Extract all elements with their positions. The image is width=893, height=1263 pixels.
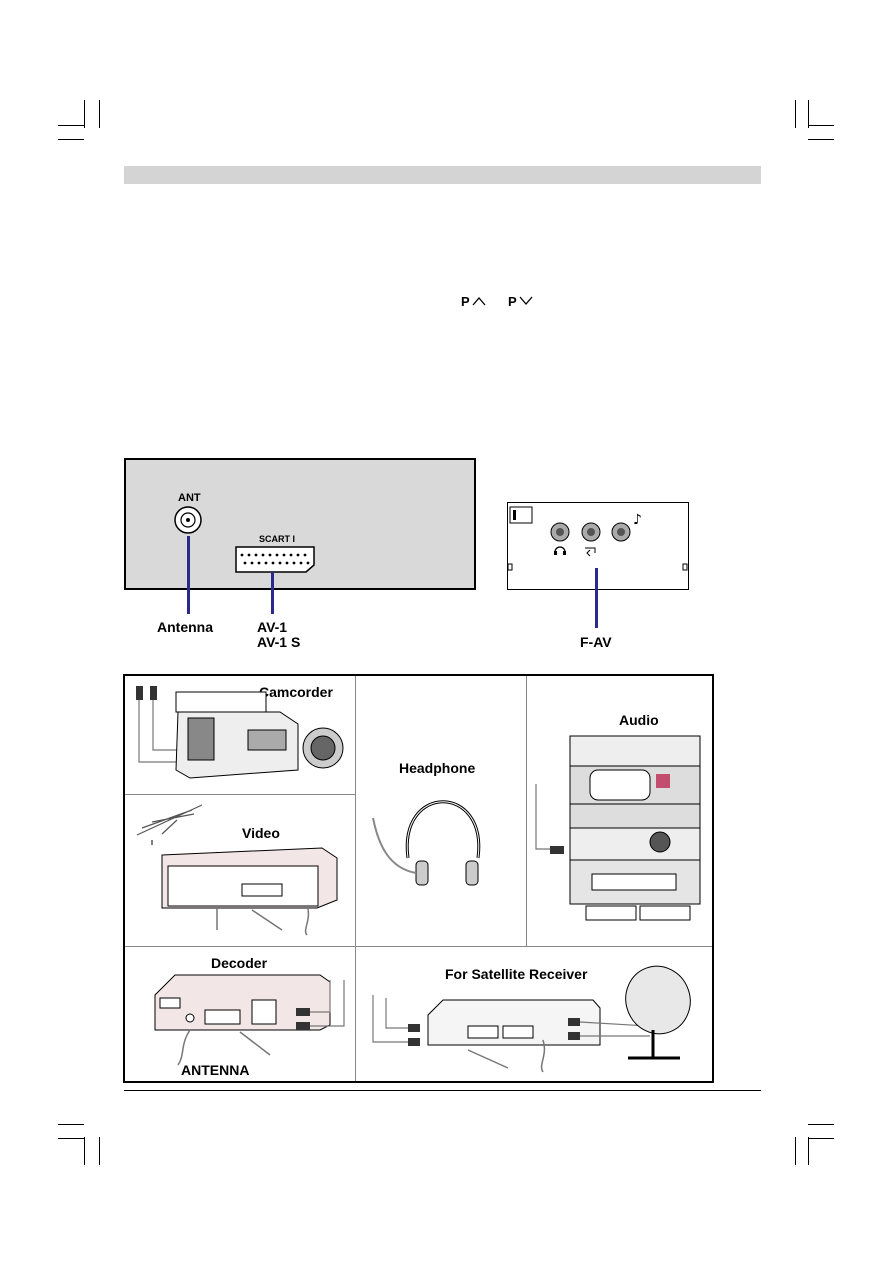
headphone-illustration <box>372 800 481 886</box>
crop-mark <box>808 1137 809 1165</box>
vcr-illustration <box>136 804 338 936</box>
crop-mark <box>808 1124 834 1125</box>
crop-mark <box>808 1138 834 1139</box>
satellite-receiver-illustration <box>372 965 691 1073</box>
divider <box>125 946 712 947</box>
antenna-socket-icon <box>174 506 202 534</box>
divider <box>355 676 356 1081</box>
decoder-illustration <box>154 974 345 1066</box>
fav-line <box>595 568 598 628</box>
audio-system-illustration <box>535 735 701 921</box>
chevron-up-icon <box>472 297 486 306</box>
av1s-label: AV-1 S <box>257 634 301 650</box>
p-up-label: P <box>461 294 470 309</box>
front-panel-jacks: ♪ <box>507 506 688 571</box>
divider <box>125 794 355 795</box>
camcorder-caption: Camcorder <box>259 684 333 700</box>
crop-mark <box>99 100 100 128</box>
crop-mark <box>84 1137 85 1165</box>
crop-mark <box>795 1137 796 1165</box>
scart-label: SCART I <box>259 534 295 544</box>
antenna-label: Antenna <box>157 619 213 635</box>
av1-label: AV-1 <box>257 619 288 635</box>
decoder-caption: Decoder <box>211 955 268 971</box>
audio-caption: Audio <box>619 712 659 728</box>
crop-mark <box>808 139 834 140</box>
camcorder-illustration <box>136 686 344 779</box>
crop-mark <box>58 1138 84 1139</box>
scart-line <box>271 572 274 614</box>
crop-mark <box>99 1137 100 1165</box>
chevron-down-icon <box>519 296 533 305</box>
scart-socket-icon <box>235 546 315 573</box>
crop-mark <box>84 100 85 128</box>
satellite-caption: For Satellite Receiver <box>445 966 588 982</box>
crop-mark <box>58 1124 84 1125</box>
fav-label: F-AV <box>580 634 612 650</box>
divider <box>526 676 527 946</box>
crop-mark <box>58 125 84 126</box>
video-caption: Video <box>242 825 280 841</box>
svg-text:♪: ♪ <box>633 512 642 528</box>
crop-mark <box>808 125 834 126</box>
crop-mark <box>808 100 809 128</box>
decoder-antenna-caption: ANTENNA <box>181 1062 250 1078</box>
crop-mark <box>58 139 84 140</box>
front-panel <box>507 502 689 590</box>
crop-mark <box>795 100 796 128</box>
p-down-label: P <box>508 294 517 309</box>
headphone-caption: Headphone <box>399 760 476 776</box>
footer-rule <box>124 1090 761 1091</box>
antenna-line <box>187 536 190 614</box>
ant-label: ANT <box>178 492 201 504</box>
header-bar <box>124 166 761 184</box>
